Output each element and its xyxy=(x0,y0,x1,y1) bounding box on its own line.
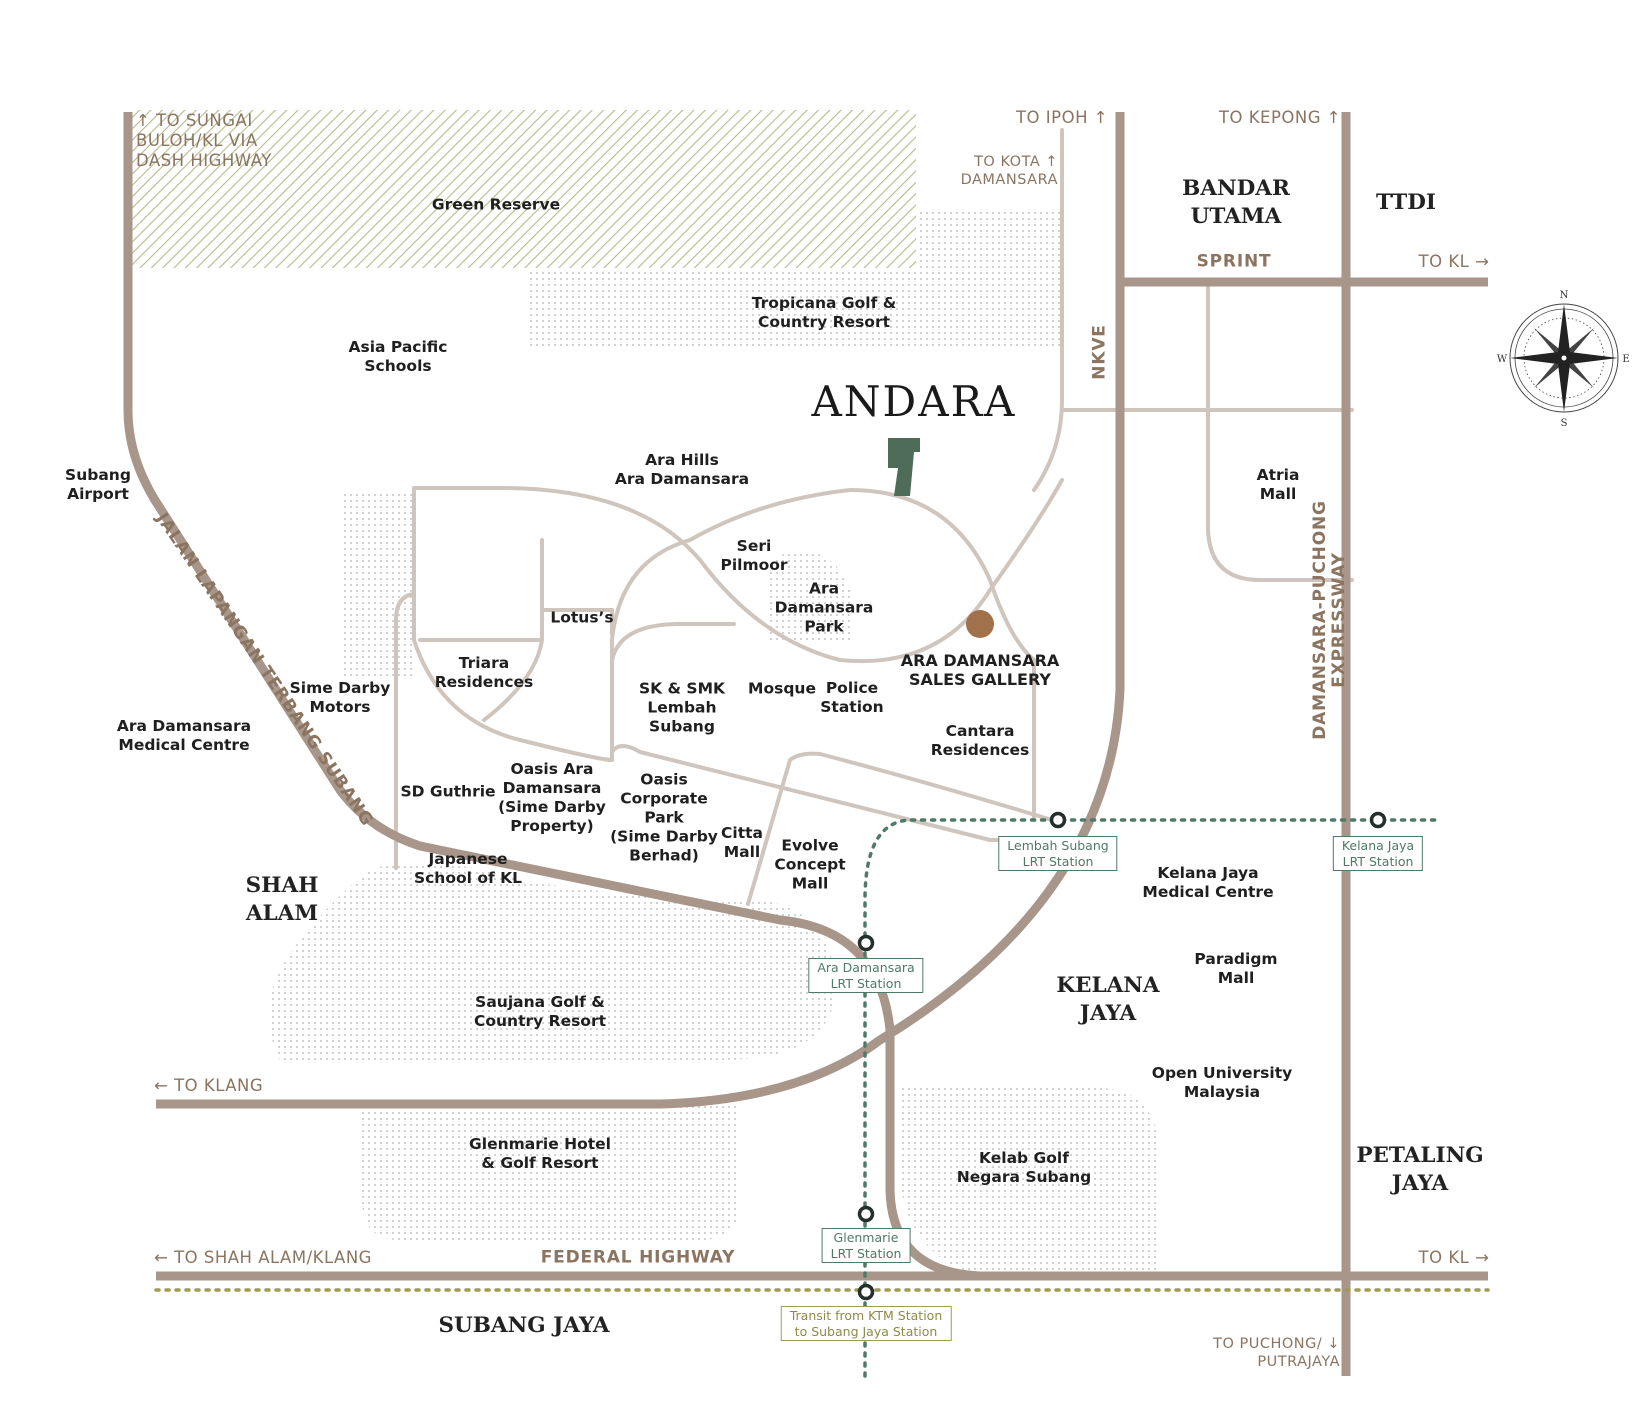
station-dots xyxy=(857,811,1387,1301)
tropicana-golf-label: Tropicana Golf & Country Resort xyxy=(751,294,897,331)
ara-hills-label: Ara Hills Ara Damansara xyxy=(614,451,750,488)
oasis-corporate-park-label: Oasis Corporate Park (Sime Darby Berhad) xyxy=(610,770,718,865)
nkve-label: NKVE xyxy=(1089,324,1110,380)
compass-w: W xyxy=(1497,354,1508,365)
kelana-jaya-medical-label: Kelana Jaya Medical Centre xyxy=(1142,864,1274,901)
cantara-residences-label: Cantara Residences xyxy=(930,722,1030,759)
saujana-golf-area xyxy=(268,862,836,1060)
glenmarie-station-dot xyxy=(857,1205,875,1223)
ttdi-area-label: TTDI xyxy=(1376,190,1436,215)
bandar-utama-area-label: BANDAR UTAMA xyxy=(1182,176,1290,229)
andara-project-block xyxy=(888,438,920,496)
oasis-ara-damansara-label: Oasis Ara Damansara (Sime Darby Property… xyxy=(498,760,606,835)
kelana-jaya-station-label: Kelana Jaya LRT Station xyxy=(1332,836,1424,871)
ara-damansara-station-label: Ara Damansara LRT Station xyxy=(808,958,924,993)
green-reserve-area xyxy=(132,110,916,268)
to-kota-damansara-label: TO KOTA ↑ DAMANSARA xyxy=(960,154,1058,188)
tropicana-golf-area xyxy=(526,208,1062,350)
subang-airport-label: Subang Airport xyxy=(65,466,131,503)
to-ipoh-label: TO IPOH ↑ xyxy=(1015,108,1109,127)
project-title: ANDARA xyxy=(811,377,1017,426)
triara-residences-label: Triara Residences xyxy=(434,654,534,691)
lembah-subang-station-label: Lembah Subang LRT Station xyxy=(998,836,1118,871)
to-klang-label: ← TO KLANG xyxy=(154,1076,264,1095)
seri-pilmoor-label: Seri Pilmoor xyxy=(720,537,788,574)
atria-mall-label: Atria Mall xyxy=(1256,466,1300,503)
sk-smk-label: SK & SMK Lembah Subang xyxy=(638,679,726,736)
federal-highway-label: FEDERAL HIGHWAY xyxy=(540,1247,736,1268)
ktm-transit-dot xyxy=(857,1283,875,1301)
damansara-puchong-label: DAMANSARA-PUCHONG EXPRESSWAY xyxy=(1310,500,1349,740)
japanese-school-label: Japanese School of KL xyxy=(413,850,523,887)
lembah-subang-station-dot xyxy=(1049,811,1067,829)
ara-damansara-park-label: Ara Damansara Park xyxy=(774,579,874,636)
green-reserve-label: Green Reserve xyxy=(431,195,561,214)
to-shah-alam-klang-label: ← TO SHAH ALAM/KLANG xyxy=(154,1248,372,1267)
to-kepong-label: TO KEPONG ↑ xyxy=(1218,108,1342,127)
compass-e: E xyxy=(1622,354,1629,365)
evolve-concept-mall-label: Evolve Concept Mall xyxy=(774,836,846,893)
to-puchong-label: TO PUCHONG/ ↓ PUTRAJAYA xyxy=(1213,1336,1340,1370)
to-kl-sprint-label: TO KL → xyxy=(1418,252,1490,271)
minor-roads xyxy=(394,128,1354,906)
police-station-label: Police Station xyxy=(820,679,884,716)
nkve-road xyxy=(156,112,1125,1109)
glenmarie-golf-area xyxy=(362,1106,740,1240)
lrt-line xyxy=(863,818,1442,1378)
asia-pacific-schools-label: Asia Pacific Schools xyxy=(348,338,448,375)
paradigm-mall-label: Paradigm Mall xyxy=(1194,950,1278,987)
glenmarie-hotel-label: Glenmarie Hotel & Golf Resort xyxy=(469,1135,611,1172)
glenmarie-station-label: Glenmarie LRT Station xyxy=(821,1228,911,1263)
kelab-golf-area xyxy=(898,1088,1160,1270)
kelana-jaya-area-label: KELANA JAYA xyxy=(1056,973,1160,1026)
kelab-golf-label: Kelab Golf Negara Subang xyxy=(956,1149,1092,1186)
saujana-golf-label: Saujana Golf & Country Resort xyxy=(473,993,607,1030)
ara-damansara-medical-label: Ara Damansara Medical Centre xyxy=(116,717,252,754)
ara-west-dotted-area xyxy=(344,494,414,680)
compass-n: N xyxy=(1560,290,1569,301)
citta-mall-label: Citta Mall xyxy=(721,824,763,861)
ara-damansara-station-dot xyxy=(857,934,875,952)
to-kl-federal-label: TO KL → xyxy=(1418,1248,1490,1267)
open-university-label: Open University Malaysia xyxy=(1151,1064,1293,1101)
subang-jaya-area-label: SUBANG JAYA xyxy=(438,1313,610,1338)
dotted-areas xyxy=(268,208,1160,1270)
compass-s: S xyxy=(1561,418,1568,429)
shah-alam-area-label: SHAH ALAM xyxy=(245,873,319,926)
kelana-jaya-station-dot xyxy=(1369,811,1387,829)
compass-icon: N S E W xyxy=(1497,290,1630,429)
sd-guthrie-label: SD Guthrie xyxy=(400,782,496,801)
sime-darby-motors-label: Sime Darby Motors xyxy=(289,679,391,716)
sprint-label: SPRINT xyxy=(1196,251,1272,272)
mosque-label: Mosque xyxy=(748,679,816,698)
sales-gallery-label: ARA DAMANSARA SALES GALLERY xyxy=(900,651,1060,689)
sales-gallery-dot xyxy=(966,610,994,638)
petaling-jaya-area-label: PETALING JAYA xyxy=(1356,1143,1484,1196)
lotus-label: Lotus’s xyxy=(550,608,614,627)
to-sungai-buloh-label: ↑ TO SUNGAI BULOH/KL VIA DASH HIGHWAY xyxy=(136,111,272,170)
ktm-transit-label: Transit from KTM Station to Subang Jaya … xyxy=(780,1306,952,1341)
ara-damansara-park-area xyxy=(766,551,850,642)
